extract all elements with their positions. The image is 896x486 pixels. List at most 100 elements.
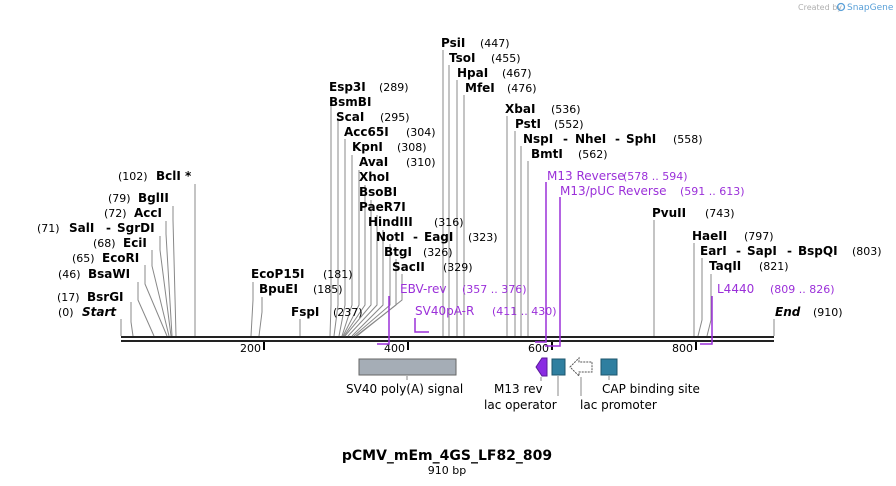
enzyme-label-nhei[interactable]: NheI bbox=[575, 132, 606, 146]
plasmid-length: 910 bp bbox=[428, 464, 466, 477]
enzyme-separator: - bbox=[106, 221, 111, 235]
enzyme-label-psti[interactable]: PstI bbox=[515, 117, 541, 131]
enzyme-position: (46) bbox=[58, 268, 81, 281]
enzyme-label-bsmbi[interactable]: BsmBI bbox=[329, 95, 371, 109]
enzyme-label-hindiii[interactable]: HindIII bbox=[368, 215, 413, 229]
enzyme-label-bspqi[interactable]: BspQI bbox=[798, 244, 838, 258]
enzyme-label-end[interactable]: End bbox=[775, 305, 801, 319]
enzyme-label-sali[interactable]: SalI bbox=[69, 221, 94, 235]
enzyme-label-bsrgi[interactable]: BsrGI bbox=[87, 290, 124, 304]
primer-range: (591 .. 613) bbox=[680, 185, 745, 198]
primer-range: (357 .. 376) bbox=[462, 283, 527, 296]
enzyme-label-nspi[interactable]: NspI bbox=[523, 132, 553, 146]
enzyme-position: (65) bbox=[72, 252, 95, 265]
ruler-tick-label: 600 bbox=[528, 342, 549, 355]
enzyme-position: (102) bbox=[118, 170, 148, 183]
primer-range: (411 .. 430) bbox=[492, 305, 557, 318]
ruler-tick-label: 200 bbox=[240, 342, 261, 355]
enzyme-position: (181) bbox=[323, 268, 353, 281]
enzyme-label-xbai[interactable]: XbaI bbox=[505, 102, 535, 116]
enzyme-label-haeii[interactable]: HaeII bbox=[692, 229, 727, 243]
plasmid-title: pCMV_mEm_4GS_LF82_809 bbox=[342, 448, 552, 464]
primer-label-sv40pa-r[interactable]: SV40pA-R bbox=[415, 304, 474, 318]
enzyme-position: (68) bbox=[93, 237, 116, 250]
feature-cap-site-box[interactable] bbox=[600, 358, 618, 376]
enzyme-label-xhoi[interactable]: XhoI bbox=[359, 170, 390, 184]
enzyme-label-bsawi[interactable]: BsaWI bbox=[88, 267, 130, 281]
enzyme-position: (476) bbox=[507, 82, 537, 95]
enzyme-position: (304) bbox=[406, 126, 436, 139]
enzyme-position: (289) bbox=[379, 81, 409, 94]
enzyme-separator: - bbox=[413, 230, 418, 244]
enzyme-position: (743) bbox=[705, 207, 735, 220]
primer-label-m13-reverse[interactable]: M13 Reverse bbox=[547, 169, 625, 183]
ruler-tick-label: 800 bbox=[672, 342, 693, 355]
enzyme-label-bmti[interactable]: BmtI bbox=[531, 147, 563, 161]
enzyme-position: (71) bbox=[37, 222, 60, 235]
feature-label-lac-operator: lac operator bbox=[484, 398, 557, 412]
enzyme-position: (558) bbox=[673, 133, 703, 146]
enzyme-position: (0) bbox=[58, 306, 74, 319]
enzyme-label-sphi[interactable]: SphI bbox=[626, 132, 656, 146]
created-by-text: Created by bbox=[798, 3, 842, 12]
enzyme-position: (455) bbox=[491, 52, 521, 65]
enzyme-label-start[interactable]: Start bbox=[82, 305, 117, 319]
enzyme-label-pvuii[interactable]: PvuII bbox=[652, 206, 686, 220]
primer-marks bbox=[377, 182, 713, 347]
primer-label-l4440[interactable]: L4440 bbox=[717, 282, 754, 296]
enzyme-position: (295) bbox=[380, 111, 410, 124]
feature-m13-rev-arrow[interactable] bbox=[535, 357, 548, 377]
enzyme-position: (323) bbox=[468, 231, 498, 244]
enzyme-label-sgrdi[interactable]: SgrDI bbox=[117, 221, 155, 235]
enzyme-position: (467) bbox=[502, 67, 532, 80]
enzyme-label-bglii[interactable]: BglII bbox=[138, 191, 169, 205]
primer-label-m13-puc-reverse[interactable]: M13/pUC Reverse bbox=[560, 184, 667, 198]
enzyme-position: (821) bbox=[759, 260, 789, 273]
enzyme-separator: - bbox=[563, 132, 568, 146]
feature-label-sv40-polya: SV40 poly(A) signal bbox=[346, 382, 463, 396]
enzyme-label-paer7i[interactable]: PaeR7I bbox=[359, 200, 406, 214]
enzyme-label-taqii[interactable]: TaqII bbox=[709, 259, 741, 273]
enzyme-label-sacii[interactable]: SacII bbox=[392, 260, 425, 274]
enzyme-label-esp3i[interactable]: Esp3I bbox=[329, 80, 366, 94]
feature-label-cap-site: CAP binding site bbox=[602, 382, 700, 396]
enzyme-label-noti[interactable]: NotI bbox=[376, 230, 405, 244]
enzyme-label-fspi[interactable]: FspI bbox=[291, 305, 319, 319]
enzyme-position: (17) bbox=[57, 291, 80, 304]
enzyme-position: (185) bbox=[313, 283, 343, 296]
enzyme-label-eari[interactable]: EarI bbox=[700, 244, 727, 258]
ruler-tick-label: 400 bbox=[384, 342, 405, 355]
enzyme-position: (316) bbox=[434, 216, 464, 229]
enzyme-label-acc65i[interactable]: Acc65I bbox=[344, 125, 389, 139]
enzyme-label-scai[interactable]: ScaI bbox=[336, 110, 364, 124]
feature-leader-lines bbox=[406, 376, 610, 396]
enzyme-position: (910) bbox=[813, 306, 843, 319]
enzyme-label-mfei[interactable]: MfeI bbox=[465, 81, 495, 95]
enzyme-position: (72) bbox=[104, 207, 127, 220]
enzyme-label-bpuei[interactable]: BpuEI bbox=[259, 282, 298, 296]
enzyme-label-bcli[interactable]: BclI * bbox=[156, 169, 192, 183]
feature-lac-operator-box[interactable] bbox=[551, 358, 566, 376]
enzyme-label-eagi[interactable]: EagI bbox=[424, 230, 453, 244]
enzyme-position: (237) bbox=[333, 306, 363, 319]
enzyme-position: (803) bbox=[852, 245, 882, 258]
enzyme-label-avai[interactable]: AvaI bbox=[359, 155, 388, 169]
enzyme-label-kpni[interactable]: KpnI bbox=[352, 140, 383, 154]
snapgene-logo-icon bbox=[836, 2, 846, 12]
enzyme-label-hpai[interactable]: HpaI bbox=[457, 66, 488, 80]
enzyme-label-sapi[interactable]: SapI bbox=[747, 244, 777, 258]
enzyme-label-ecori[interactable]: EcoRI bbox=[102, 251, 139, 265]
enzyme-label-psii[interactable]: PsiI bbox=[441, 36, 465, 50]
enzyme-label-tsoi[interactable]: TsoI bbox=[449, 51, 475, 65]
enzyme-label-btgi[interactable]: BtgI bbox=[384, 245, 412, 259]
feature-lac-promoter-arrow[interactable] bbox=[569, 356, 593, 378]
primer-label-ebv-rev[interactable]: EBV-rev bbox=[400, 282, 446, 296]
enzyme-separator: - bbox=[615, 132, 620, 146]
enzyme-label-ecop15i[interactable]: EcoP15I bbox=[251, 267, 305, 281]
enzyme-position: (329) bbox=[443, 261, 473, 274]
feature-sv40-polya-box[interactable] bbox=[358, 358, 457, 376]
enzyme-label-bsobi[interactable]: BsoBI bbox=[359, 185, 397, 199]
enzyme-label-ecii[interactable]: EciI bbox=[123, 236, 147, 250]
enzyme-label-acci[interactable]: AccI bbox=[134, 206, 162, 220]
